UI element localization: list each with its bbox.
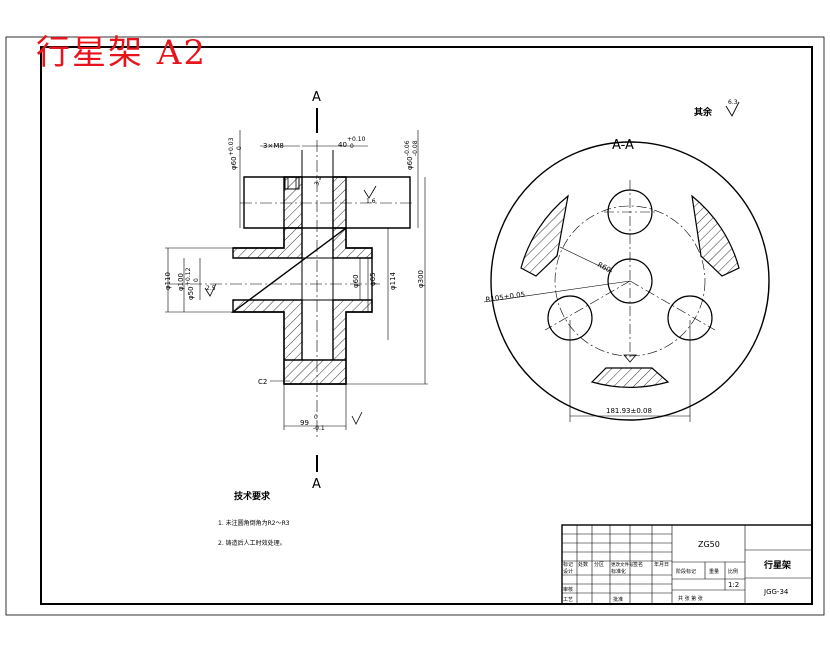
sheet-title: 行星架 A2 xyxy=(36,33,207,73)
dia60-right-label: φ60 xyxy=(406,156,414,170)
sheet-info: 共 张 第 张 xyxy=(678,595,703,602)
section-view-aa: A-A R60 R105±0 xyxy=(483,138,770,422)
length-99-tol-lower: -0.1 xyxy=(313,425,325,432)
tech-requirement-1: 1. 未注圆角倒角为R2～R3 xyxy=(218,519,290,527)
dia110-label: φ110 xyxy=(164,272,172,290)
dia50-label: φ50 xyxy=(187,286,195,300)
aa-hatch-bottom xyxy=(590,367,670,388)
title-block-scale: 1:2 xyxy=(728,581,739,589)
roughness-note: 其余 6.3 xyxy=(694,99,740,118)
hole-spec-label: 3×M8 xyxy=(263,142,284,150)
front-section-view: A A xyxy=(165,90,428,492)
length-99-label: 99 xyxy=(300,419,309,427)
dia60-right-tol-upper: -0.06 xyxy=(404,140,411,156)
role-label-process: 工艺 xyxy=(563,597,573,603)
title-block-part-name: 行星架 xyxy=(763,559,791,571)
row-label-date: 年月日 xyxy=(654,561,669,568)
dia65-label: φ65 xyxy=(369,272,377,286)
inner-frame xyxy=(40,46,813,605)
tech-requirement-2: 2. 铸造后人工时效处理。 xyxy=(218,539,286,547)
dia60-inner-label: φ60 xyxy=(352,274,360,288)
roughness-note-value: 6.3 xyxy=(728,99,738,106)
row-label-mark: 标记 xyxy=(563,561,573,568)
title-block: ZG50 行星架 JGG-34 1:2 标记 处数 分区 更改文件号 签名 年月… xyxy=(561,524,813,605)
dia60-top-tol-upper: +0.03 xyxy=(228,137,235,156)
dia114-label: φ114 xyxy=(389,271,397,290)
extra-label-stage: 阶段标记 xyxy=(676,568,696,575)
row-label-signature: 签名 xyxy=(633,561,643,568)
tech-requirements: 技术要求 1. 未注圆角倒角为R2～R3 2. 铸造后人工时效处理。 xyxy=(218,490,290,547)
dia100-label: φ100 xyxy=(177,273,185,291)
role-label-review: 审核 xyxy=(563,586,573,593)
front-view-dimensions: 3×M8 40 +0.10 0 φ60 +0.03 0 φ60 -0.06 -0… xyxy=(164,136,425,432)
extra-label-weight: 重量 xyxy=(709,568,719,575)
outer-border xyxy=(5,36,825,616)
part-outline xyxy=(230,176,411,385)
section-marker-bottom: A xyxy=(312,477,321,492)
dia60-top-label: φ60 xyxy=(230,156,238,170)
dia60-right-tol-lower: -0.08 xyxy=(412,140,419,156)
depth-40-tol-upper: +0.10 xyxy=(347,136,366,143)
extra-label-approve: 批准 xyxy=(613,596,623,603)
section-view-title: A-A xyxy=(612,138,634,153)
chamfer-label: C2 xyxy=(258,378,267,386)
length-99-tol-upper: 0 xyxy=(314,414,318,421)
dia50-tol-upper: +0.12 xyxy=(185,267,192,286)
span-181-label: 181.93±0.08 xyxy=(606,407,652,415)
depth-40-label: 40 xyxy=(338,141,347,149)
dia60-top-tol-lower: 0 xyxy=(236,146,243,150)
row-label-count: 处数 xyxy=(578,561,588,568)
roughness-32-label: 3.2 xyxy=(313,175,323,187)
dia300-label: φ300 xyxy=(417,270,425,288)
depth-40-tol-lower: 0 xyxy=(350,143,354,150)
roughness-note-text: 其余 xyxy=(694,106,713,118)
roughness-16-label: 1.6 xyxy=(366,198,376,205)
title-block-material: ZG50 xyxy=(698,540,720,549)
aa-hatch-right xyxy=(691,194,740,277)
roughness-25-label: 2.5 xyxy=(206,285,216,292)
role-label-design: 设计 xyxy=(563,568,573,575)
extra-label-scale: 比例 xyxy=(728,568,738,575)
tech-requirements-title: 技术要求 xyxy=(234,490,271,502)
row-label-zone: 分区 xyxy=(594,561,604,568)
aa-outer-circle xyxy=(490,141,770,421)
row-label-change-doc: 更改文件号 xyxy=(611,561,634,568)
dia50-tol-lower: 0 xyxy=(193,278,200,282)
aa-hatch-left xyxy=(520,194,569,277)
extra-label-standardization: 标准化 xyxy=(611,568,626,575)
title-block-drawing-number: JGG-34 xyxy=(763,588,789,596)
section-marker-top: A xyxy=(312,90,321,105)
